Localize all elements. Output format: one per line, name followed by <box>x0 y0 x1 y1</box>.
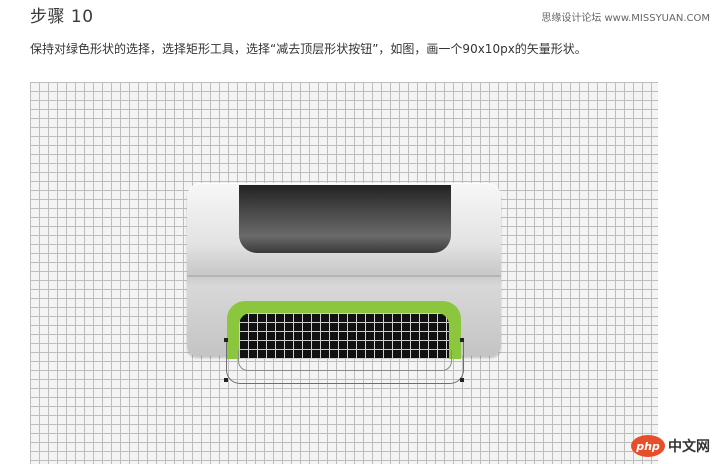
watermark-top: 思缘设计论坛 www.MISSYUAN.COM <box>541 13 710 24</box>
php-logo: php <box>631 435 665 457</box>
anchor-point-top-left <box>224 338 228 342</box>
site-name: 中文网 <box>668 439 710 455</box>
paper-slot <box>239 313 449 359</box>
php-watermark: php 中文网 <box>631 434 710 458</box>
step-title: 步骤 10 <box>30 7 94 27</box>
printer-seam <box>187 275 501 277</box>
tutorial-canvas <box>30 82 658 464</box>
printer-illustration <box>187 183 501 359</box>
vector-shape-inner-outline <box>238 350 452 371</box>
vector-shape-outline <box>226 340 464 384</box>
anchor-point-top-right <box>460 338 464 342</box>
anchor-point-left <box>224 378 228 382</box>
anchor-point-right <box>460 378 464 382</box>
instruction-text: 保持对绿色形状的选择，选择矩形工具，选择“减去顶层形状按钮”，如图，画一个90x… <box>30 42 587 56</box>
printer-top-slot <box>239 185 451 253</box>
